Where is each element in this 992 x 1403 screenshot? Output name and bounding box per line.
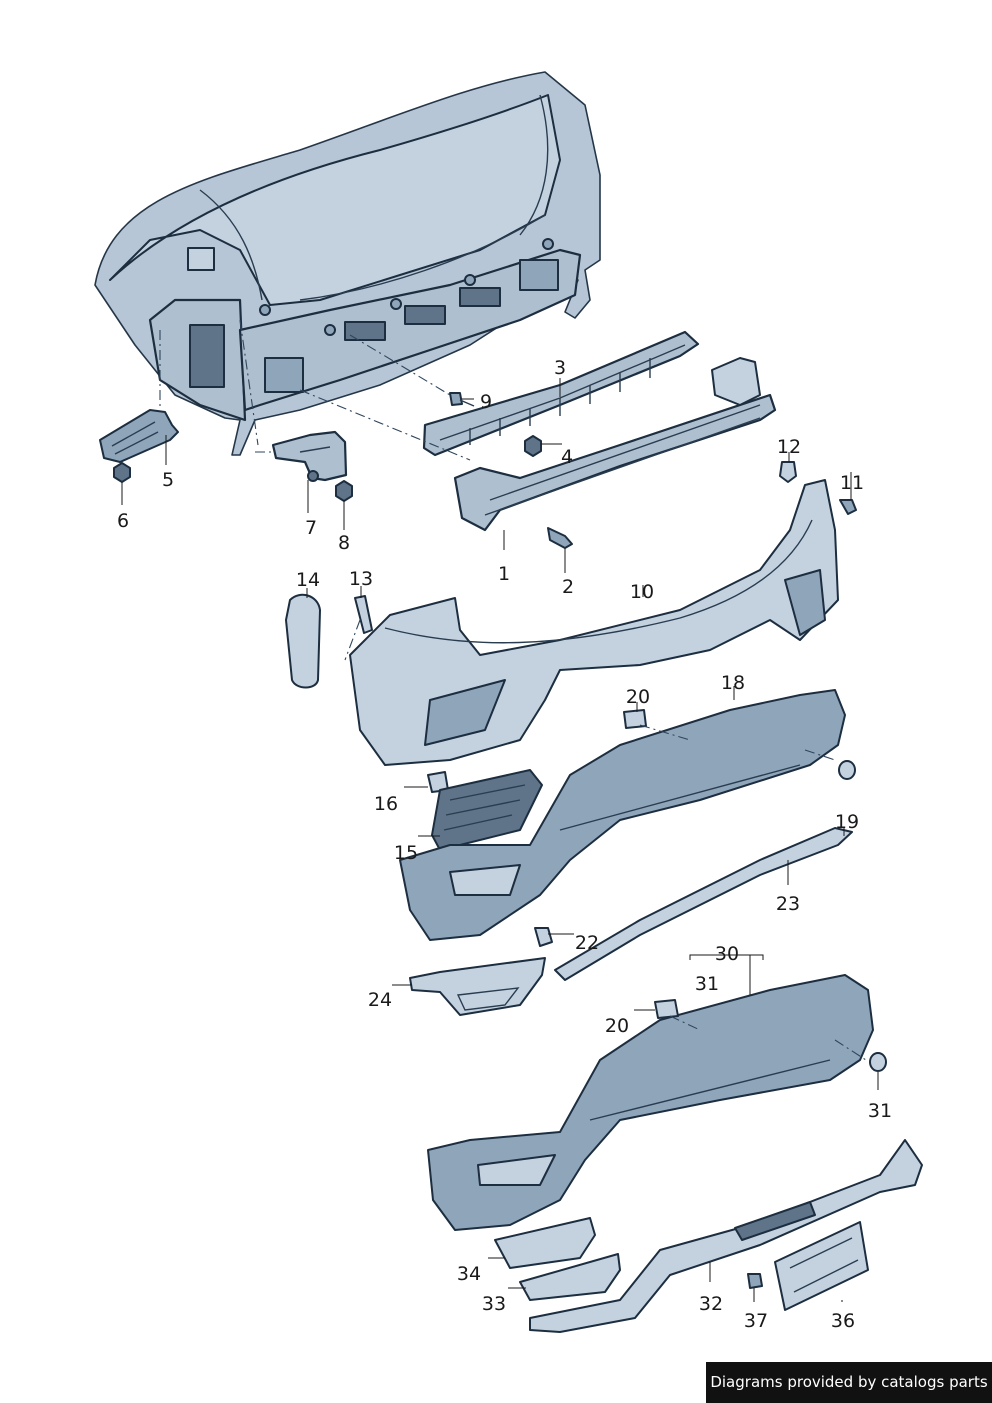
callout-9: 9 bbox=[480, 391, 492, 413]
cap-19 bbox=[838, 760, 856, 780]
callout-5: 5 bbox=[162, 469, 174, 491]
callout-2: 2 bbox=[562, 576, 574, 598]
callout-23: 23 bbox=[776, 893, 800, 915]
callout-30: 30 bbox=[715, 943, 739, 965]
bracket-center bbox=[271, 430, 348, 482]
nut-6 bbox=[113, 462, 131, 483]
exhaust-trim-24 bbox=[409, 957, 546, 1016]
pin-12 bbox=[779, 461, 797, 483]
callout-1: 1 bbox=[498, 563, 510, 585]
exhaust-trim-33 bbox=[519, 1253, 621, 1301]
callout-15: 15 bbox=[394, 842, 418, 864]
callout-20b: 20 bbox=[605, 1015, 629, 1037]
nut-8 bbox=[335, 480, 353, 502]
credit-banner: Diagrams provided by catalogs parts bbox=[706, 1362, 992, 1403]
callout-19: 19 bbox=[835, 811, 859, 833]
callout-31a: 31 bbox=[695, 973, 719, 995]
nut-4 bbox=[524, 435, 542, 457]
trim-plate-32 bbox=[529, 1139, 923, 1333]
callout-16: 16 bbox=[374, 793, 398, 815]
callout-4: 4 bbox=[561, 446, 573, 468]
bumper-guide-upper bbox=[422, 330, 700, 457]
callout-labels: 1 2 3 4 5 6 7 8 9 10 11 12 13 14 15 16 1… bbox=[117, 357, 892, 1332]
reflector bbox=[285, 593, 321, 689]
bumper-cover bbox=[349, 479, 839, 766]
rear-body-shell bbox=[94, 71, 601, 456]
callout-18: 18 bbox=[721, 672, 745, 694]
bolt-2 bbox=[547, 527, 573, 549]
callout-20a: 20 bbox=[626, 686, 650, 708]
callout-32: 32 bbox=[699, 1293, 723, 1315]
callout-36: 36 bbox=[831, 1310, 855, 1332]
callout-24: 24 bbox=[368, 989, 392, 1011]
callout-3: 3 bbox=[554, 357, 566, 379]
grille-insert bbox=[431, 769, 543, 851]
plate-holder bbox=[774, 1221, 869, 1311]
diffuser-panel bbox=[399, 689, 846, 941]
clip-22 bbox=[534, 927, 553, 947]
diffuser-panel-30 bbox=[427, 974, 874, 1231]
trim-strip bbox=[554, 827, 853, 981]
callout-22: 22 bbox=[575, 932, 599, 954]
callout-8: 8 bbox=[338, 532, 350, 554]
screw-37 bbox=[747, 1273, 763, 1289]
cap-31 bbox=[869, 1052, 887, 1072]
clip-13 bbox=[354, 595, 373, 634]
callout-7: 7 bbox=[305, 517, 317, 539]
callout-12: 12 bbox=[777, 436, 801, 458]
callout-37: 37 bbox=[744, 1310, 768, 1332]
callout-13: 13 bbox=[349, 568, 373, 590]
screw-11 bbox=[839, 499, 857, 515]
callout-11: 11 bbox=[840, 472, 864, 494]
callout-31b: 31 bbox=[868, 1100, 892, 1122]
exhaust-trim-34 bbox=[494, 1217, 596, 1269]
callout-6: 6 bbox=[117, 510, 129, 532]
leader-lines bbox=[121, 378, 879, 1302]
impact-beam bbox=[453, 357, 777, 532]
bracket-left bbox=[99, 409, 179, 463]
callout-14: 14 bbox=[296, 569, 320, 591]
callout-33: 33 bbox=[482, 1293, 506, 1315]
assembly-guide-lines bbox=[159, 319, 867, 1061]
bolt-9 bbox=[449, 392, 475, 407]
callout-10: 10 bbox=[630, 581, 654, 603]
callout-34: 34 bbox=[457, 1263, 481, 1285]
clip-20b bbox=[654, 999, 679, 1019]
